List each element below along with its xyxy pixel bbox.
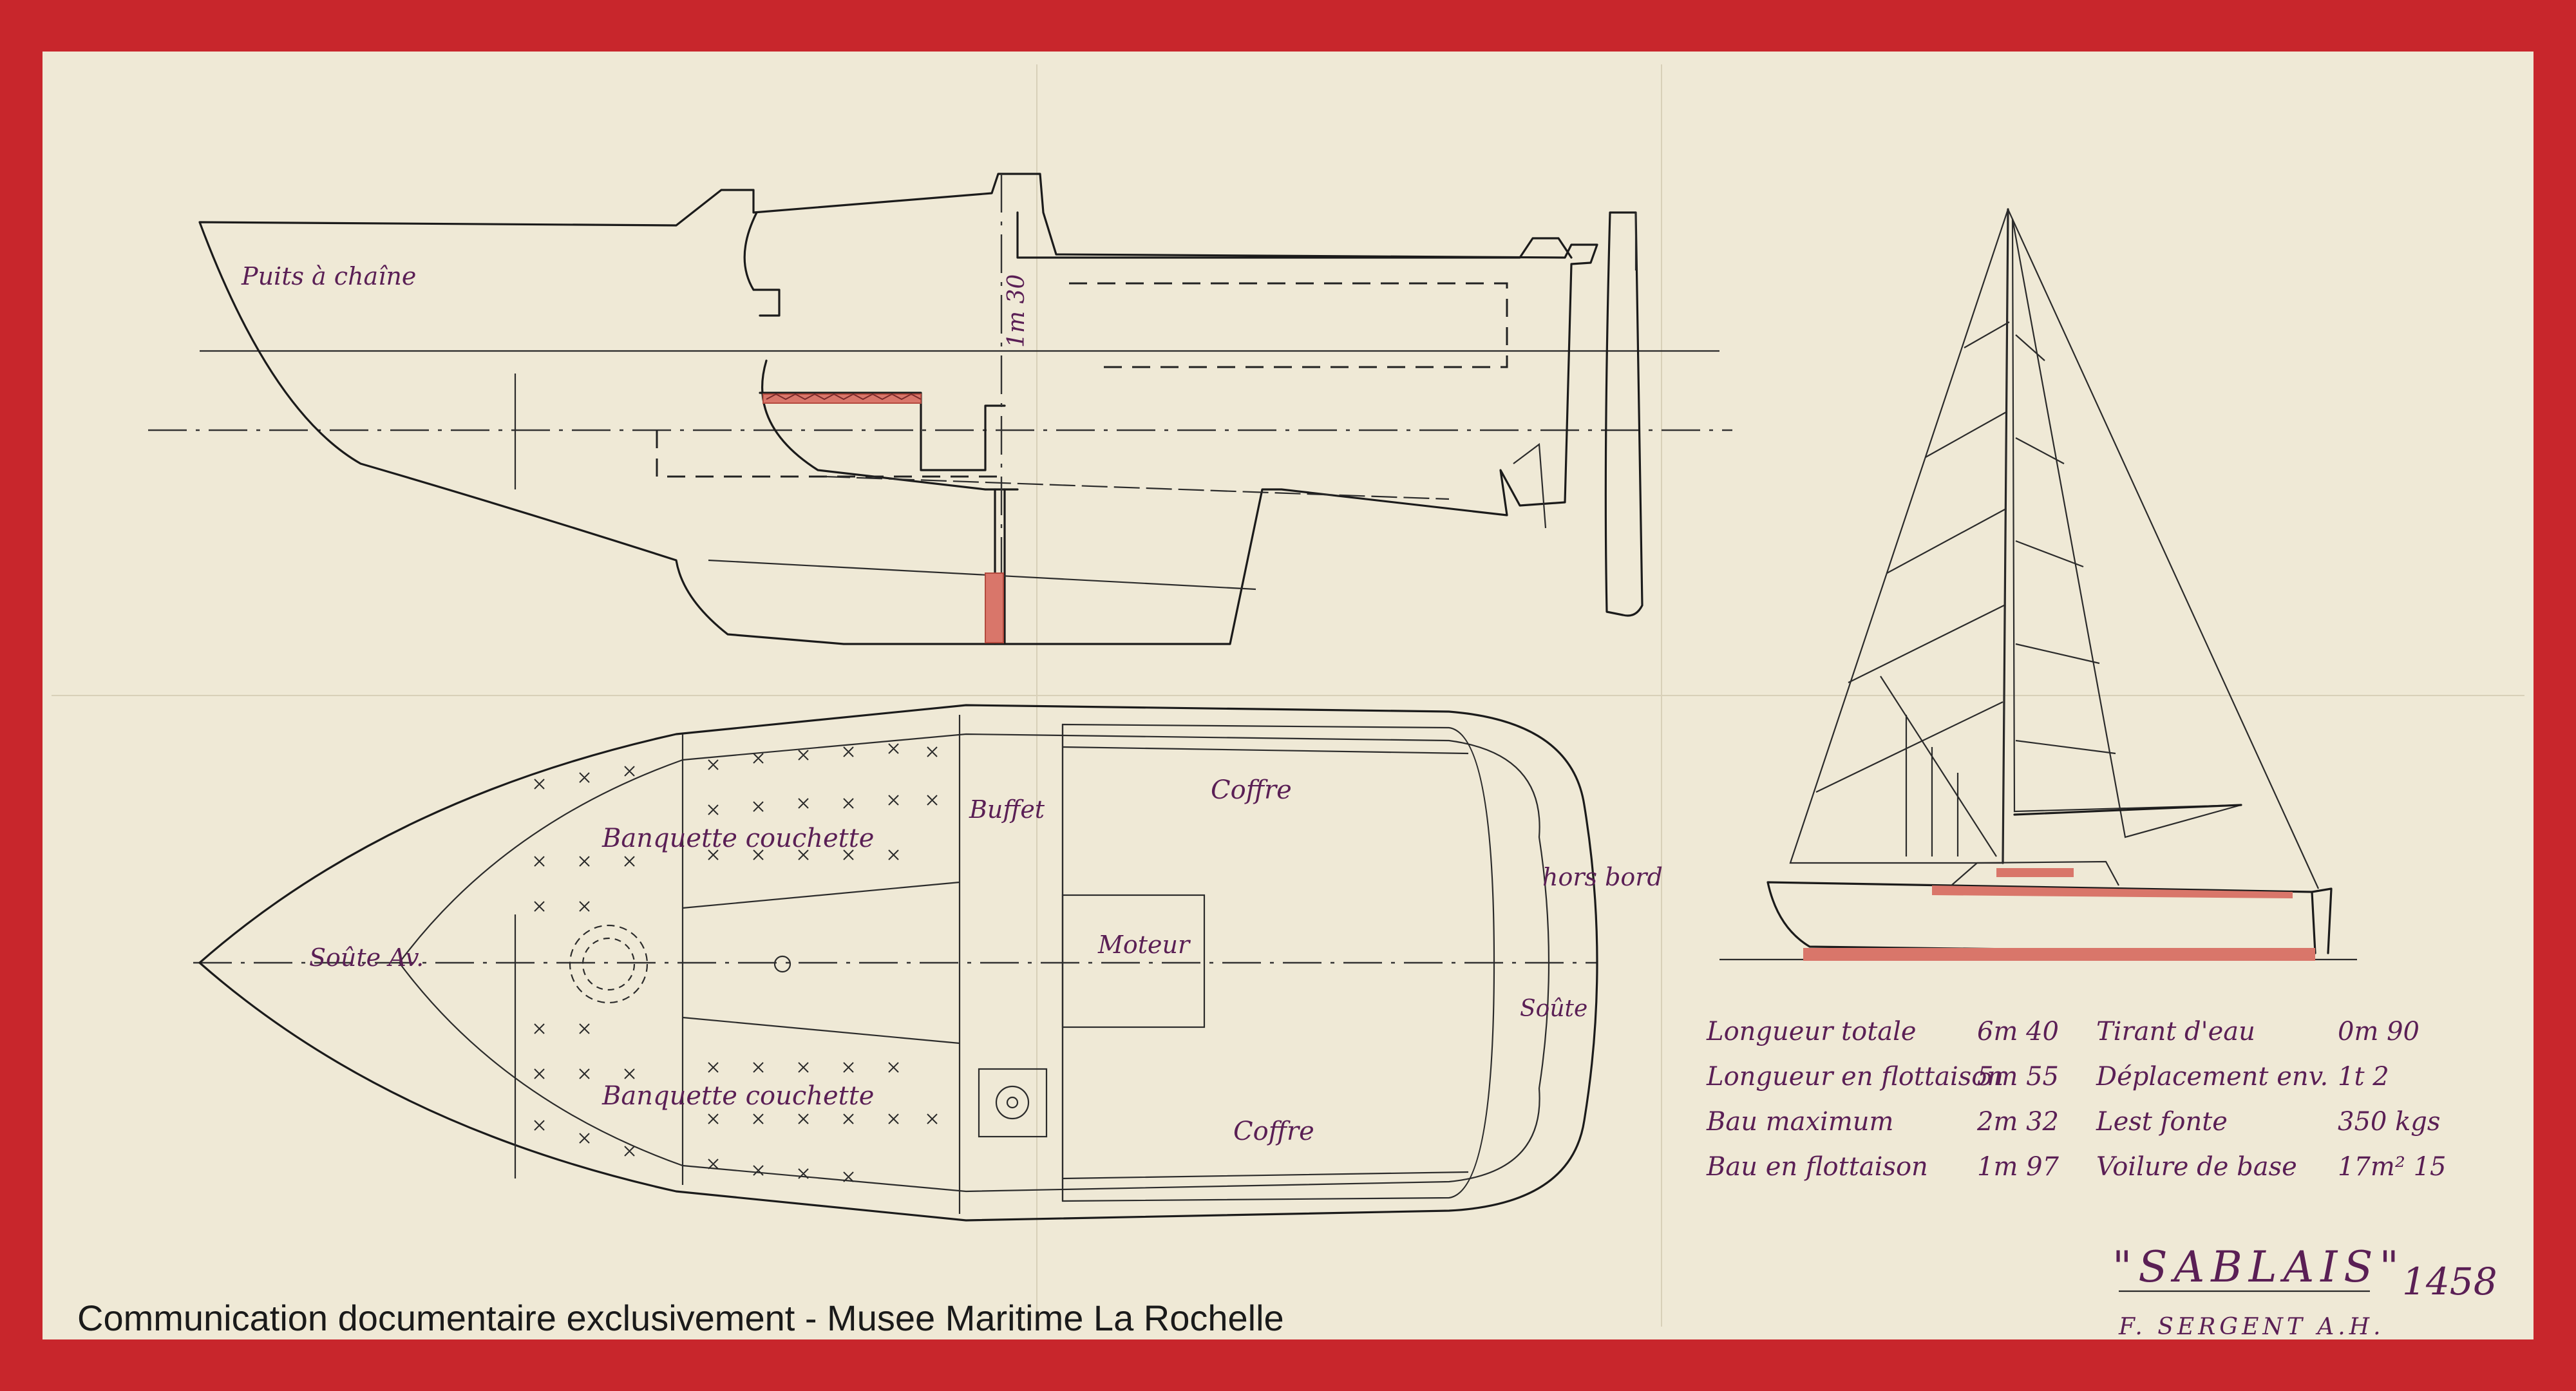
buffet-label: Buffet [969,795,1045,824]
spec-label-2: Longueur en flottaison [1706,1062,2003,1092]
cockpit-coamings [1062,746,1469,1180]
spec-label-4: Bau en flottaison [1706,1152,1928,1182]
berth-edge-top [682,881,960,909]
moteur-label: Moteur [1097,931,1191,959]
sail-plan-hull [1766,881,2316,954]
jib [1789,209,2009,864]
cockpit-sole [1016,211,1573,259]
anchor-locker-circle [569,924,649,1004]
hatch-circle [995,1085,1030,1120]
paper-grid [52,64,2524,1327]
drawing-number: 1458 [2402,1260,2497,1303]
hull-deck-outline [198,704,1598,1222]
spec-value-5: 0m 90 [2338,1017,2420,1046]
spec-label-3: Bau maximum [1706,1107,1893,1137]
soute-av-label: Soûte Av. [309,943,424,972]
berth-crosshatch [534,743,938,1182]
boom [2013,804,2242,816]
hull-profile: Puits à chaîne 1m 30 [148,173,1732,645]
title-block: "SABLAIS" 1458 F. SERGENT A.H. [2112,1242,2497,1340]
berth-edge-bottom [682,1016,960,1045]
hatch-center [1006,1096,1019,1109]
spec-label-8: Voilure de base [2096,1152,2297,1182]
cockpit-locker [1069,282,1508,368]
backstay [2007,209,2320,889]
spec-label-5: Tirant d'eau [2096,1017,2255,1046]
spec-value-7: 350 kgs [2338,1107,2440,1137]
specifications: Longueur totale 6m 40 Longueur en flotta… [1706,1017,2446,1182]
hors-bord-label: hors bord [1542,863,1663,891]
berth-profile [759,392,1006,471]
bottom-paint [1803,948,2315,961]
bench-bottom-label: Banquette couchette [601,1081,874,1111]
spec-value-1: 6m 40 [1977,1017,2059,1046]
height-dimension-label: 1m 30 [1003,274,1030,348]
sail-plan [1719,208,2357,961]
cabin-step [743,211,781,317]
ballast-line [708,559,1256,591]
cushion-hatching [766,393,922,401]
keel-ballast-highlight [985,572,1004,643]
rudder [1604,211,1643,617]
hull-outline [198,173,1598,645]
spec-value-4: 1m 97 [1977,1152,2060,1182]
hatch-box [978,1068,1048,1138]
anchor-locker-inner [582,937,636,991]
cockpit-outline [1061,723,1495,1202]
engine-well [1061,894,1206,1028]
spec-label-7: Lest fonte [2096,1107,2228,1137]
cabin-floor [761,359,1006,491]
cabin-window [1996,868,2074,877]
spec-value-3: 2m 32 [1976,1107,2059,1137]
author-signature: F. SERGENT A.H. [2118,1314,2385,1340]
bench-top-label: Banquette couchette [601,824,874,853]
transom [2311,887,2333,954]
soute-label: Soûte [1520,996,1587,1022]
sheer-stripe [1932,885,2293,898]
mast-step [773,955,791,973]
coffre-bottom-label: Coffre [1233,1117,1314,1146]
outboard-bracket [1513,442,1547,529]
coffre-top-label: Coffre [1211,775,1292,805]
cabin-outline [398,733,1550,1193]
deck-plan: Banquette couchette Banquette couchette … [193,704,1663,1222]
spec-label-1: Longueur totale [1706,1017,1917,1046]
waterline-aft [824,475,1450,500]
watermark-text: Communication documentaire exclusivement… [77,1298,1284,1338]
spec-value-8: 17m² 15 [2338,1152,2446,1182]
spec-label-6: Déplacement env. [2096,1062,2328,1092]
spec-value-2: 5m 55 [1977,1062,2059,1092]
sail-seams [1815,321,2116,857]
spec-value-6: 1t 2 [2338,1062,2389,1092]
engine-bed [656,430,998,478]
keel-front [1003,488,1019,645]
chain-well-label: Puits à chaîne [241,262,416,290]
boat-name: "SABLAIS" [2112,1242,2405,1292]
cabin-trunk [1951,860,2119,886]
